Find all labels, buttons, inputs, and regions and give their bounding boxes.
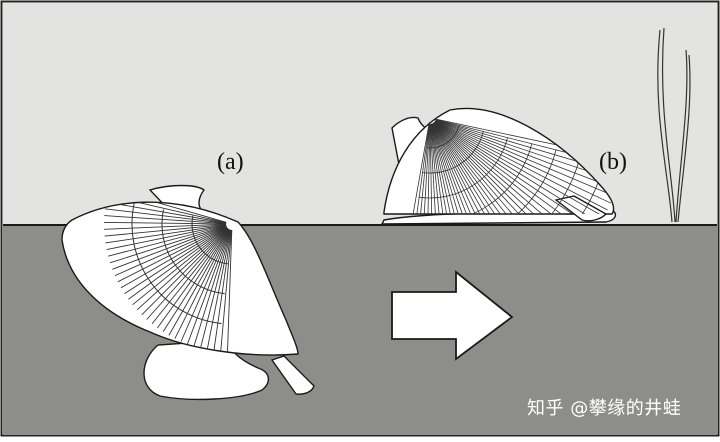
clam-b-rib xyxy=(434,121,597,214)
clam-a-rib xyxy=(180,229,231,342)
clam-b-ring xyxy=(411,149,557,214)
clam-b-ring xyxy=(422,131,484,174)
clam-b-rib xyxy=(433,122,543,214)
clam-a-rib xyxy=(108,202,227,223)
clam-a-rib xyxy=(109,225,227,264)
clam-b-ring xyxy=(415,143,533,214)
clam-a-rib xyxy=(107,225,227,257)
panel-label-b: (b) xyxy=(599,149,627,175)
clam-a-rib xyxy=(187,229,231,345)
clam-a-rib xyxy=(104,215,227,225)
clam-b-rib xyxy=(410,123,430,214)
clam-a-rib xyxy=(227,229,233,352)
clam-b-rib xyxy=(394,123,430,214)
clam-b-rib xyxy=(434,121,577,214)
clam-a-rib xyxy=(128,227,228,300)
clam-b-growth-rings xyxy=(404,125,606,214)
clam-b-rib xyxy=(432,122,536,214)
clam-a-ribs xyxy=(103,202,233,352)
clam-b-rib xyxy=(433,122,567,214)
seagrass-icon xyxy=(657,27,691,223)
clam-a-rib xyxy=(162,228,230,333)
clam-b-ring xyxy=(418,137,508,199)
clam-a-rib xyxy=(103,221,227,225)
clam-b-rib xyxy=(435,120,605,214)
right-arrow-icon xyxy=(391,270,514,361)
clam-a-rib xyxy=(136,227,228,311)
clam-a-rib xyxy=(105,224,227,244)
clam-b-rib xyxy=(402,123,430,214)
clam-a-ring xyxy=(131,203,222,324)
clam-a-rib xyxy=(112,225,227,270)
clam-a-rib xyxy=(220,229,232,352)
clam-a-rib xyxy=(193,229,231,347)
clam-a-rib xyxy=(146,228,229,320)
clam-b-rib xyxy=(435,120,612,204)
clam-a-rib xyxy=(104,208,227,224)
clam-b-ring xyxy=(408,155,581,214)
water-column xyxy=(3,3,717,225)
clam-a-rib xyxy=(157,228,229,329)
clam-b-siphon xyxy=(554,195,608,222)
clam-b-rib xyxy=(433,122,549,214)
clam-b-rib xyxy=(434,121,592,214)
clam-b-rib xyxy=(434,121,583,214)
clam-a-siphon xyxy=(270,355,315,395)
clam-b-ring xyxy=(425,125,460,149)
clam-b-rib xyxy=(431,123,487,214)
clam-b-rib xyxy=(431,123,480,214)
clam-b-rib xyxy=(434,121,587,214)
clam-b-rib xyxy=(432,123,523,214)
clam-b-rib xyxy=(435,119,614,190)
clam-b-rib xyxy=(433,122,561,214)
clam-a-rib xyxy=(141,227,229,316)
clam-b-rib xyxy=(431,123,509,214)
clam-surface-icon xyxy=(380,107,617,225)
clam-b-rib xyxy=(429,123,442,214)
clam-b-rib xyxy=(435,119,614,197)
clam-a-rib xyxy=(174,229,230,339)
clam-a-rib xyxy=(120,226,228,289)
clam-a-ring xyxy=(191,215,228,265)
clam-b-rib xyxy=(431,123,502,214)
clam-a-rib xyxy=(151,228,229,325)
clam-b-rib xyxy=(430,123,465,214)
clam-a-rib xyxy=(213,229,232,351)
clam-b-rib xyxy=(429,123,434,214)
clam-b-ring xyxy=(404,161,606,214)
clam-b-rib xyxy=(431,123,495,214)
clam-b-rib xyxy=(433,122,555,214)
clam-b-rib xyxy=(425,123,431,214)
clam-b-rib xyxy=(433,121,572,214)
clam-b-rib xyxy=(417,123,430,214)
clam-a-ring xyxy=(161,209,225,295)
clam-burrowed-icon xyxy=(61,184,315,401)
clam-a-rib xyxy=(104,224,227,237)
clam-a-rib xyxy=(117,226,227,283)
clam-a-rib xyxy=(168,228,230,336)
clam-a-rib xyxy=(114,225,227,277)
clam-b-rib xyxy=(430,123,450,214)
clam-a-growth-rings xyxy=(131,203,228,324)
watermark-text: 知乎 @攀缘的井蛙 xyxy=(527,398,682,419)
clam-a-rib xyxy=(206,229,232,350)
clam-a-foot xyxy=(143,339,269,401)
clam-b-rib xyxy=(430,123,472,214)
clam-b-rib xyxy=(430,123,457,214)
clam-a-rib xyxy=(132,227,228,306)
clam-b-rib xyxy=(432,123,516,214)
clam-a-rib xyxy=(124,226,228,294)
clam-a-rib xyxy=(106,224,227,251)
clam-b-rib xyxy=(434,120,601,214)
clam-b-rib xyxy=(432,123,530,214)
clam-a-rib xyxy=(200,229,231,349)
clam-a-rib xyxy=(104,223,227,230)
panel-label-a: (a) xyxy=(217,149,244,175)
clam-b-rib xyxy=(435,120,608,211)
clam-a-rib xyxy=(107,202,227,224)
clam-a-rib xyxy=(105,202,227,224)
